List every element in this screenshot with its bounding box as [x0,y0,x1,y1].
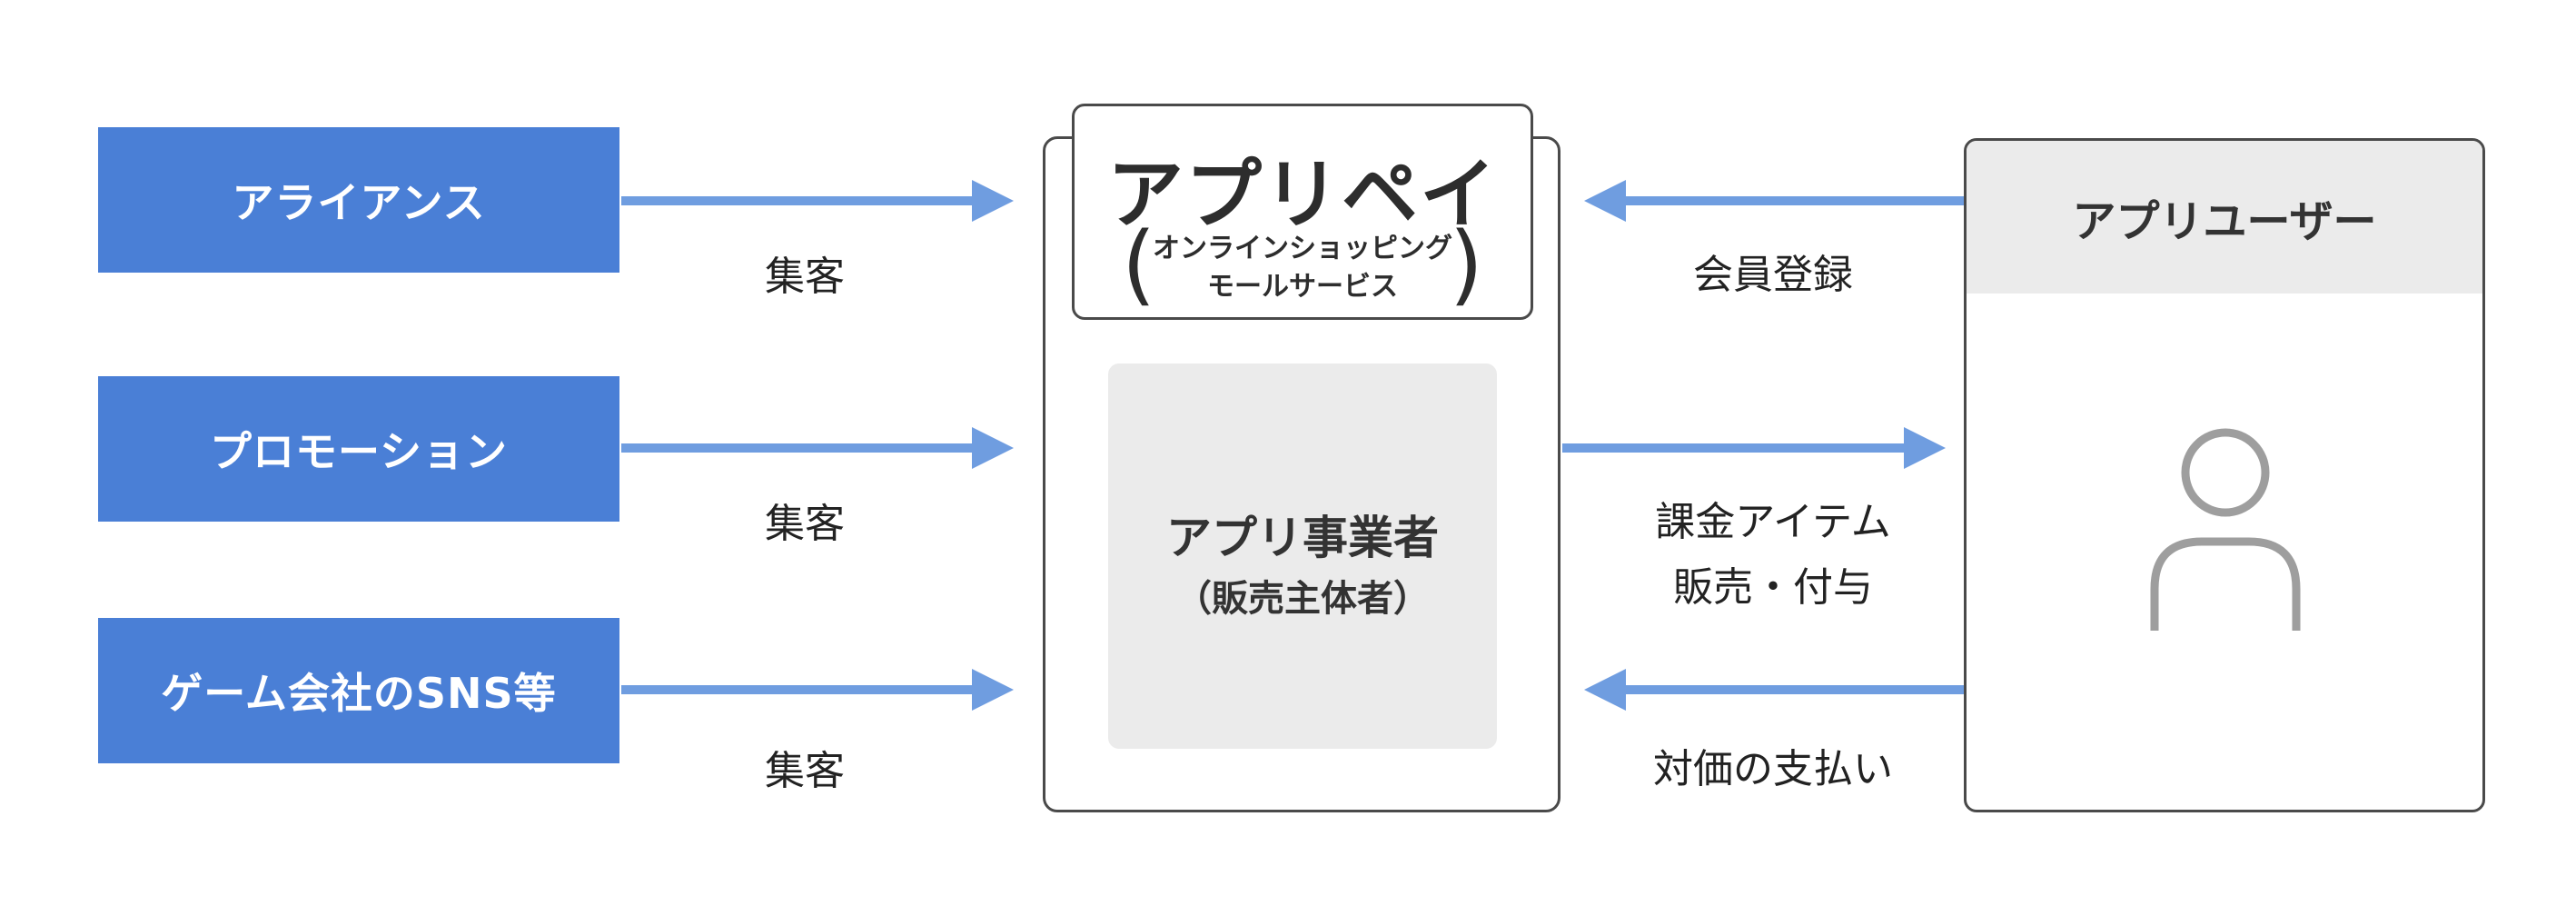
tagline-close-paren: ) [1449,214,1483,315]
source-game-sns: ゲーム会社のSNS等 [98,618,619,763]
arrow-alliance-shaft [621,196,976,205]
arrow-registration-head [1584,180,1626,222]
tagline-open-paren: ( [1122,214,1156,315]
arrow-promotion-shaft [621,443,976,453]
flow-label-payment: 対価の支払い [1653,746,1893,792]
flow-label-promotion: 集客 [765,501,845,547]
brand-tagline: オンラインショッピング モールサービス [1075,230,1531,306]
arrow-registration-shaft [1622,196,1964,205]
operator-box: アプリ事業者 （販売主体者） [1108,363,1497,749]
operator-title: アプリ事業者 [1166,512,1439,564]
arrow-payment-shaft [1622,685,1964,694]
arrow-sale-head [1904,427,1946,469]
source-promotion: プロモーション [98,376,619,522]
operator-subtitle: （販売主体者） [1175,578,1430,620]
arrow-promotion-head [972,427,1014,469]
flow-label-sale-line2: 販売・付与 [1673,564,1873,611]
flow-label-alliance: 集客 [765,254,845,300]
arrow-sale-shaft [1562,443,1907,453]
user-card: アプリユーザー [1964,138,2485,812]
user-title: アプリユーザー [1967,141,2482,294]
flow-label-sale-line1: 課金アイテム [1655,499,1891,545]
person-icon [2150,428,2301,631]
arrow-sns-shaft [621,685,976,694]
brand-logo: アプリペイ [1106,150,1498,239]
brand-tagline-line2: モールサービス [1207,271,1398,303]
brand-tagline-line1: オンラインショッピング [1153,233,1452,264]
arrow-alliance-head [972,180,1014,222]
flow-label-registration: 会員登録 [1693,252,1853,298]
brand-card: アプリペイ ( オンラインショッピング モールサービス ) [1072,104,1533,320]
arrow-sns-head [972,669,1014,711]
flow-label-sns: 集客 [765,748,845,794]
arrow-payment-head [1584,669,1626,711]
source-alliance: アライアンス [98,127,619,273]
